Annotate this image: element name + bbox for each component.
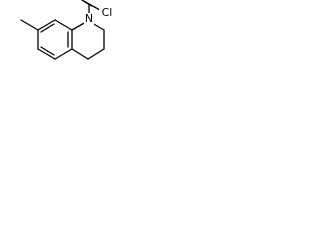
bond-ring-bottom-right xyxy=(54,48,73,60)
chlorine-label-bg xyxy=(99,7,115,19)
nitrogen-label-bg xyxy=(84,13,94,25)
bond-fused-to-nitrogen xyxy=(71,21,87,31)
bond-ch2-ch2-bottom xyxy=(87,48,105,60)
bond-methyl xyxy=(20,19,39,31)
bond-ring-top-left xyxy=(37,19,56,31)
chlorine-atom-label: Cl xyxy=(102,6,113,19)
chemical-structure: N Cl xyxy=(20,0,115,60)
bond-ring-bottom-left xyxy=(37,48,56,60)
bond-ring-top-left-double xyxy=(40,23,55,33)
bond-ch2-fused-bottom xyxy=(71,48,89,60)
bond-ring-top-right xyxy=(54,19,73,31)
bond-carbonyl-chlorine xyxy=(88,3,101,11)
bond-ring-bottom-left-double xyxy=(40,46,55,56)
nitrogen-atom-label: N xyxy=(85,12,93,25)
